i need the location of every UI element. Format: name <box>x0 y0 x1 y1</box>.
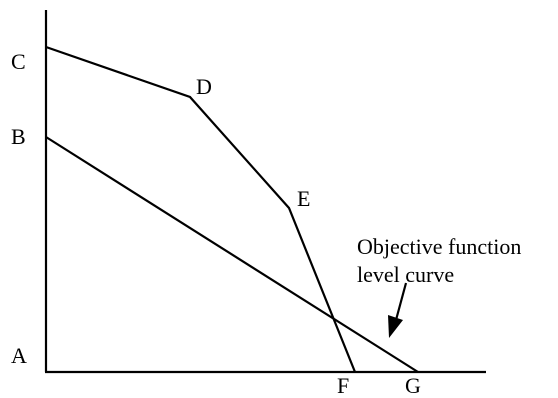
point-label-a: A <box>11 343 27 368</box>
annotation-arrow <box>388 282 408 338</box>
objective-level-curve <box>45 136 419 373</box>
annotation-arrow-head <box>388 315 403 338</box>
point-label-d: D <box>196 74 212 99</box>
boundary-c-d-e-f <box>45 45 357 373</box>
annotation-line-1: Objective function <box>357 234 521 259</box>
point-label-b: B <box>11 124 26 149</box>
annotation-line-2: level curve <box>357 262 454 287</box>
annotation-arrow-shaft <box>394 282 408 321</box>
point-label-c: C <box>11 49 26 74</box>
point-label-f: F <box>337 373 349 398</box>
point-label-e: E <box>297 186 310 211</box>
point-label-g: G <box>405 373 421 398</box>
